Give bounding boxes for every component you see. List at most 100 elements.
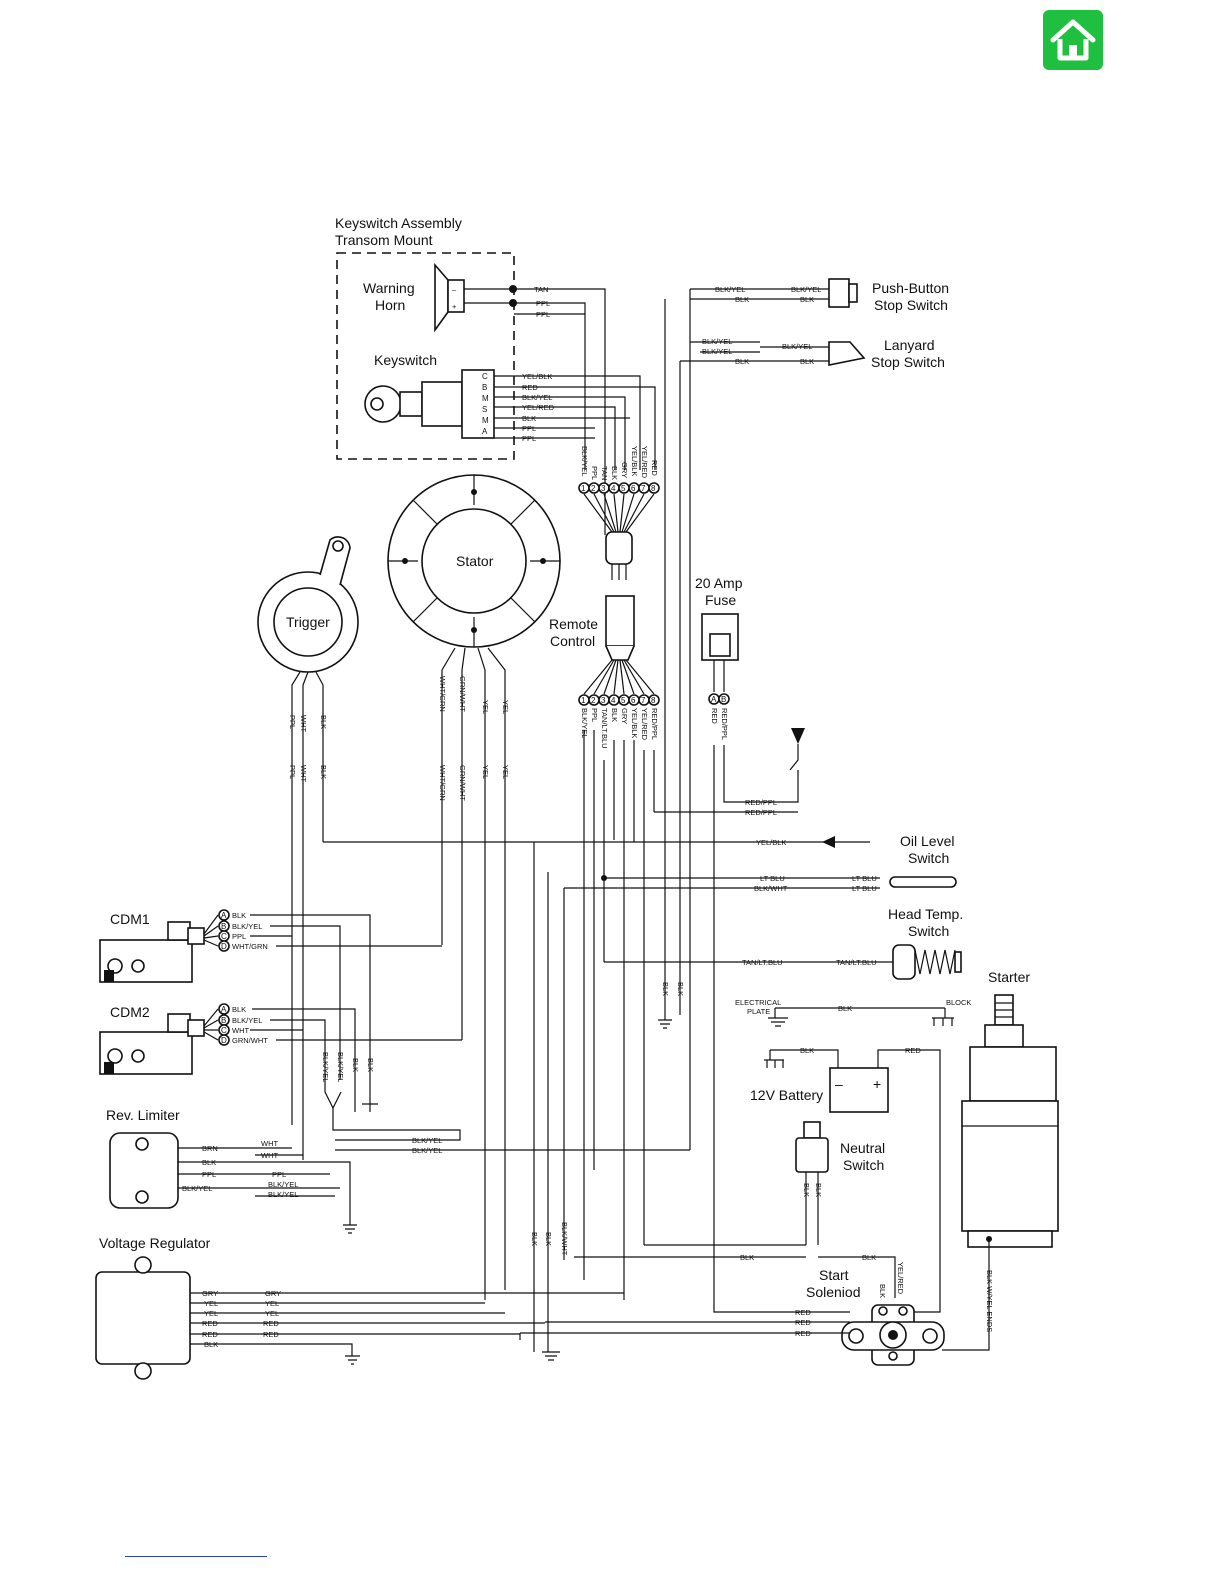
svg-text:S: S — [482, 405, 487, 414]
svg-text:BLK/YEL: BLK/YEL — [522, 393, 552, 402]
horn-wire-ppl: PPL — [536, 299, 550, 308]
svg-text:2: 2 — [591, 696, 596, 705]
head-temp-switch — [892, 944, 962, 980]
pb-wire-2: BLK/YEL — [791, 285, 821, 294]
fuse-wire-red-ppl-3: RED/PPL — [745, 808, 777, 817]
svg-text:A: A — [221, 911, 227, 920]
remote-control-label-2: Control — [550, 633, 595, 649]
footer-link-underline[interactable] — [125, 1556, 267, 1557]
horn-wire-tan: TAN — [534, 285, 548, 294]
lanyard-label-2: Stop Switch — [871, 354, 945, 370]
svg-text:RED: RED — [650, 460, 659, 476]
svg-text:BLK/YEL: BLK/YEL — [232, 1016, 262, 1025]
fuse-wire-red: RED — [710, 708, 719, 724]
svg-text:GRY: GRY — [265, 1289, 281, 1298]
warning-horn-label-1: Warning — [363, 280, 415, 296]
warning-horn-label-2: Horn — [375, 297, 405, 313]
svg-text:7: 7 — [641, 484, 646, 493]
fuse-label-1: 20 Amp — [695, 575, 743, 591]
harness-upper-labels: BLK/YEL PPL TAN BLK GRY YEL/BLK YEL/RED … — [580, 446, 659, 480]
solenoid-wire-red-1: RED — [795, 1308, 811, 1317]
svg-text:5: 5 — [621, 484, 626, 493]
block-label: BLOCK — [946, 998, 971, 1007]
remote-control-label-1: Remote — [549, 616, 598, 632]
keyswitch-assembly-title: Keyswitch Assembly — [335, 215, 462, 231]
keyswitch-wire-labels: YEL/BLK RED BLK/YEL YEL/RED BLK PPL PPL — [522, 372, 555, 443]
svg-text:YEL: YEL — [481, 765, 490, 779]
ly-wire-5: BLK — [800, 357, 814, 366]
electrical-plate-label-1: ELECTRICAL — [735, 998, 781, 1007]
svg-text:BLK/YEL: BLK/YEL — [580, 446, 589, 476]
svg-text:7: 7 — [641, 696, 646, 705]
svg-text:C: C — [221, 1026, 227, 1035]
svg-text:M: M — [482, 394, 489, 403]
start-solenoid — [841, 1304, 945, 1366]
trigger — [257, 536, 359, 673]
svg-text:BLK/YEL: BLK/YEL — [268, 1180, 298, 1189]
svg-text:YEL: YEL — [501, 700, 510, 714]
svg-text:8: 8 — [651, 696, 656, 705]
cdm2-module — [99, 1013, 205, 1075]
stator-wire-labels: WHT/GRN GRN/WHT YEL YEL WHT/GRN GRN/WHT … — [438, 676, 510, 801]
svg-text:YEL/BLK: YEL/BLK — [522, 372, 552, 381]
pb-wire-3: BLK — [735, 295, 749, 304]
ly-wire-3: BLK/YEL — [782, 342, 812, 351]
ground-wire-blk-1: BLK — [661, 982, 670, 996]
fuse-pin-a: A — [711, 695, 717, 704]
start-solenoid-label-1: Start — [819, 1267, 849, 1283]
svg-text:A: A — [221, 1005, 227, 1014]
solenoid-wire-red-3: RED — [795, 1329, 811, 1338]
electrical-plate-wire: BLK — [838, 1004, 852, 1013]
svg-text:BLK: BLK — [319, 765, 328, 779]
svg-text:C: C — [482, 372, 488, 381]
keyswitch — [364, 369, 495, 439]
svg-text:YEL: YEL — [481, 700, 490, 714]
rev-limiter-wire-labels: BRN WHT WHT BLK PPL PPL BLK/YEL BLK/YEL … — [182, 1139, 298, 1199]
rev-limiter-label: Rev. Limiter — [106, 1107, 180, 1123]
svg-text:YEL/RED: YEL/RED — [522, 403, 555, 412]
svg-text:B: B — [221, 1016, 226, 1025]
svg-text:GRN/WHT: GRN/WHT — [232, 1036, 268, 1045]
oil-wire-lt-blu-3: LT BLU — [852, 884, 877, 893]
svg-text:C: C — [221, 932, 227, 941]
oil-wire-blk-wht: BLK/WHT — [754, 884, 788, 893]
head-temp-wire-1: TAN/LT.BLU — [742, 958, 783, 967]
ground-wire-blk-4: BLK — [544, 1232, 553, 1246]
svg-text:BLK/YEL: BLK/YEL — [580, 708, 589, 738]
stator-label: Stator — [456, 553, 494, 569]
solenoid-wire-red-2: RED — [795, 1318, 811, 1327]
svg-text:BLK/YEL: BLK/YEL — [336, 1052, 345, 1082]
neutral-wire-2: BLK — [814, 1183, 823, 1197]
pb-wire-1: BLK/YEL — [715, 285, 745, 294]
svg-text:3: 3 — [601, 696, 606, 705]
ground-wire-blk-wht: BLK/WHT — [560, 1222, 569, 1256]
svg-text:YEL: YEL — [265, 1299, 279, 1308]
cdm2-pins: A B C D — [218, 1003, 230, 1046]
svg-text:BLK/YEL: BLK/YEL — [321, 1052, 330, 1082]
home-button[interactable] — [1043, 10, 1103, 70]
svg-text:WHT: WHT — [261, 1151, 278, 1160]
svg-text:B: B — [221, 922, 226, 931]
svg-text:WHT/GRN: WHT/GRN — [438, 765, 447, 801]
svg-text:BLK: BLK — [232, 911, 246, 920]
svg-text:2: 2 — [591, 484, 596, 493]
voltage-regulator-wire-labels: GRY YEL YEL RED RED BLK GRY YEL YEL RED … — [202, 1289, 281, 1349]
svg-text:BLK/YEL: BLK/YEL — [268, 1190, 298, 1199]
svg-text:BLK: BLK — [202, 1158, 216, 1167]
lanyard-stop-switch — [828, 341, 866, 366]
oil-wire-lt-blu-2: LT BLU — [852, 874, 877, 883]
solenoid-wire-yel-red: YEL/RED — [896, 1262, 905, 1295]
battery-wire-blk: BLK — [800, 1046, 814, 1055]
svg-text:BLK: BLK — [610, 708, 619, 722]
fuse-label-2: Fuse — [705, 592, 736, 608]
svg-text:RED: RED — [202, 1330, 218, 1339]
starter-wire: BLK W/YEL ENDS — [985, 1270, 994, 1332]
svg-text:6: 6 — [631, 696, 636, 705]
horn-wire-ppl-2: PPL — [536, 310, 550, 319]
svg-text:B: B — [482, 383, 487, 392]
svg-text:M: M — [482, 416, 489, 425]
starter-motor — [961, 994, 1059, 1248]
fuse-pin-b: B — [721, 695, 726, 704]
svg-text:BLK: BLK — [232, 1005, 246, 1014]
svg-text:PPL: PPL — [522, 424, 536, 433]
